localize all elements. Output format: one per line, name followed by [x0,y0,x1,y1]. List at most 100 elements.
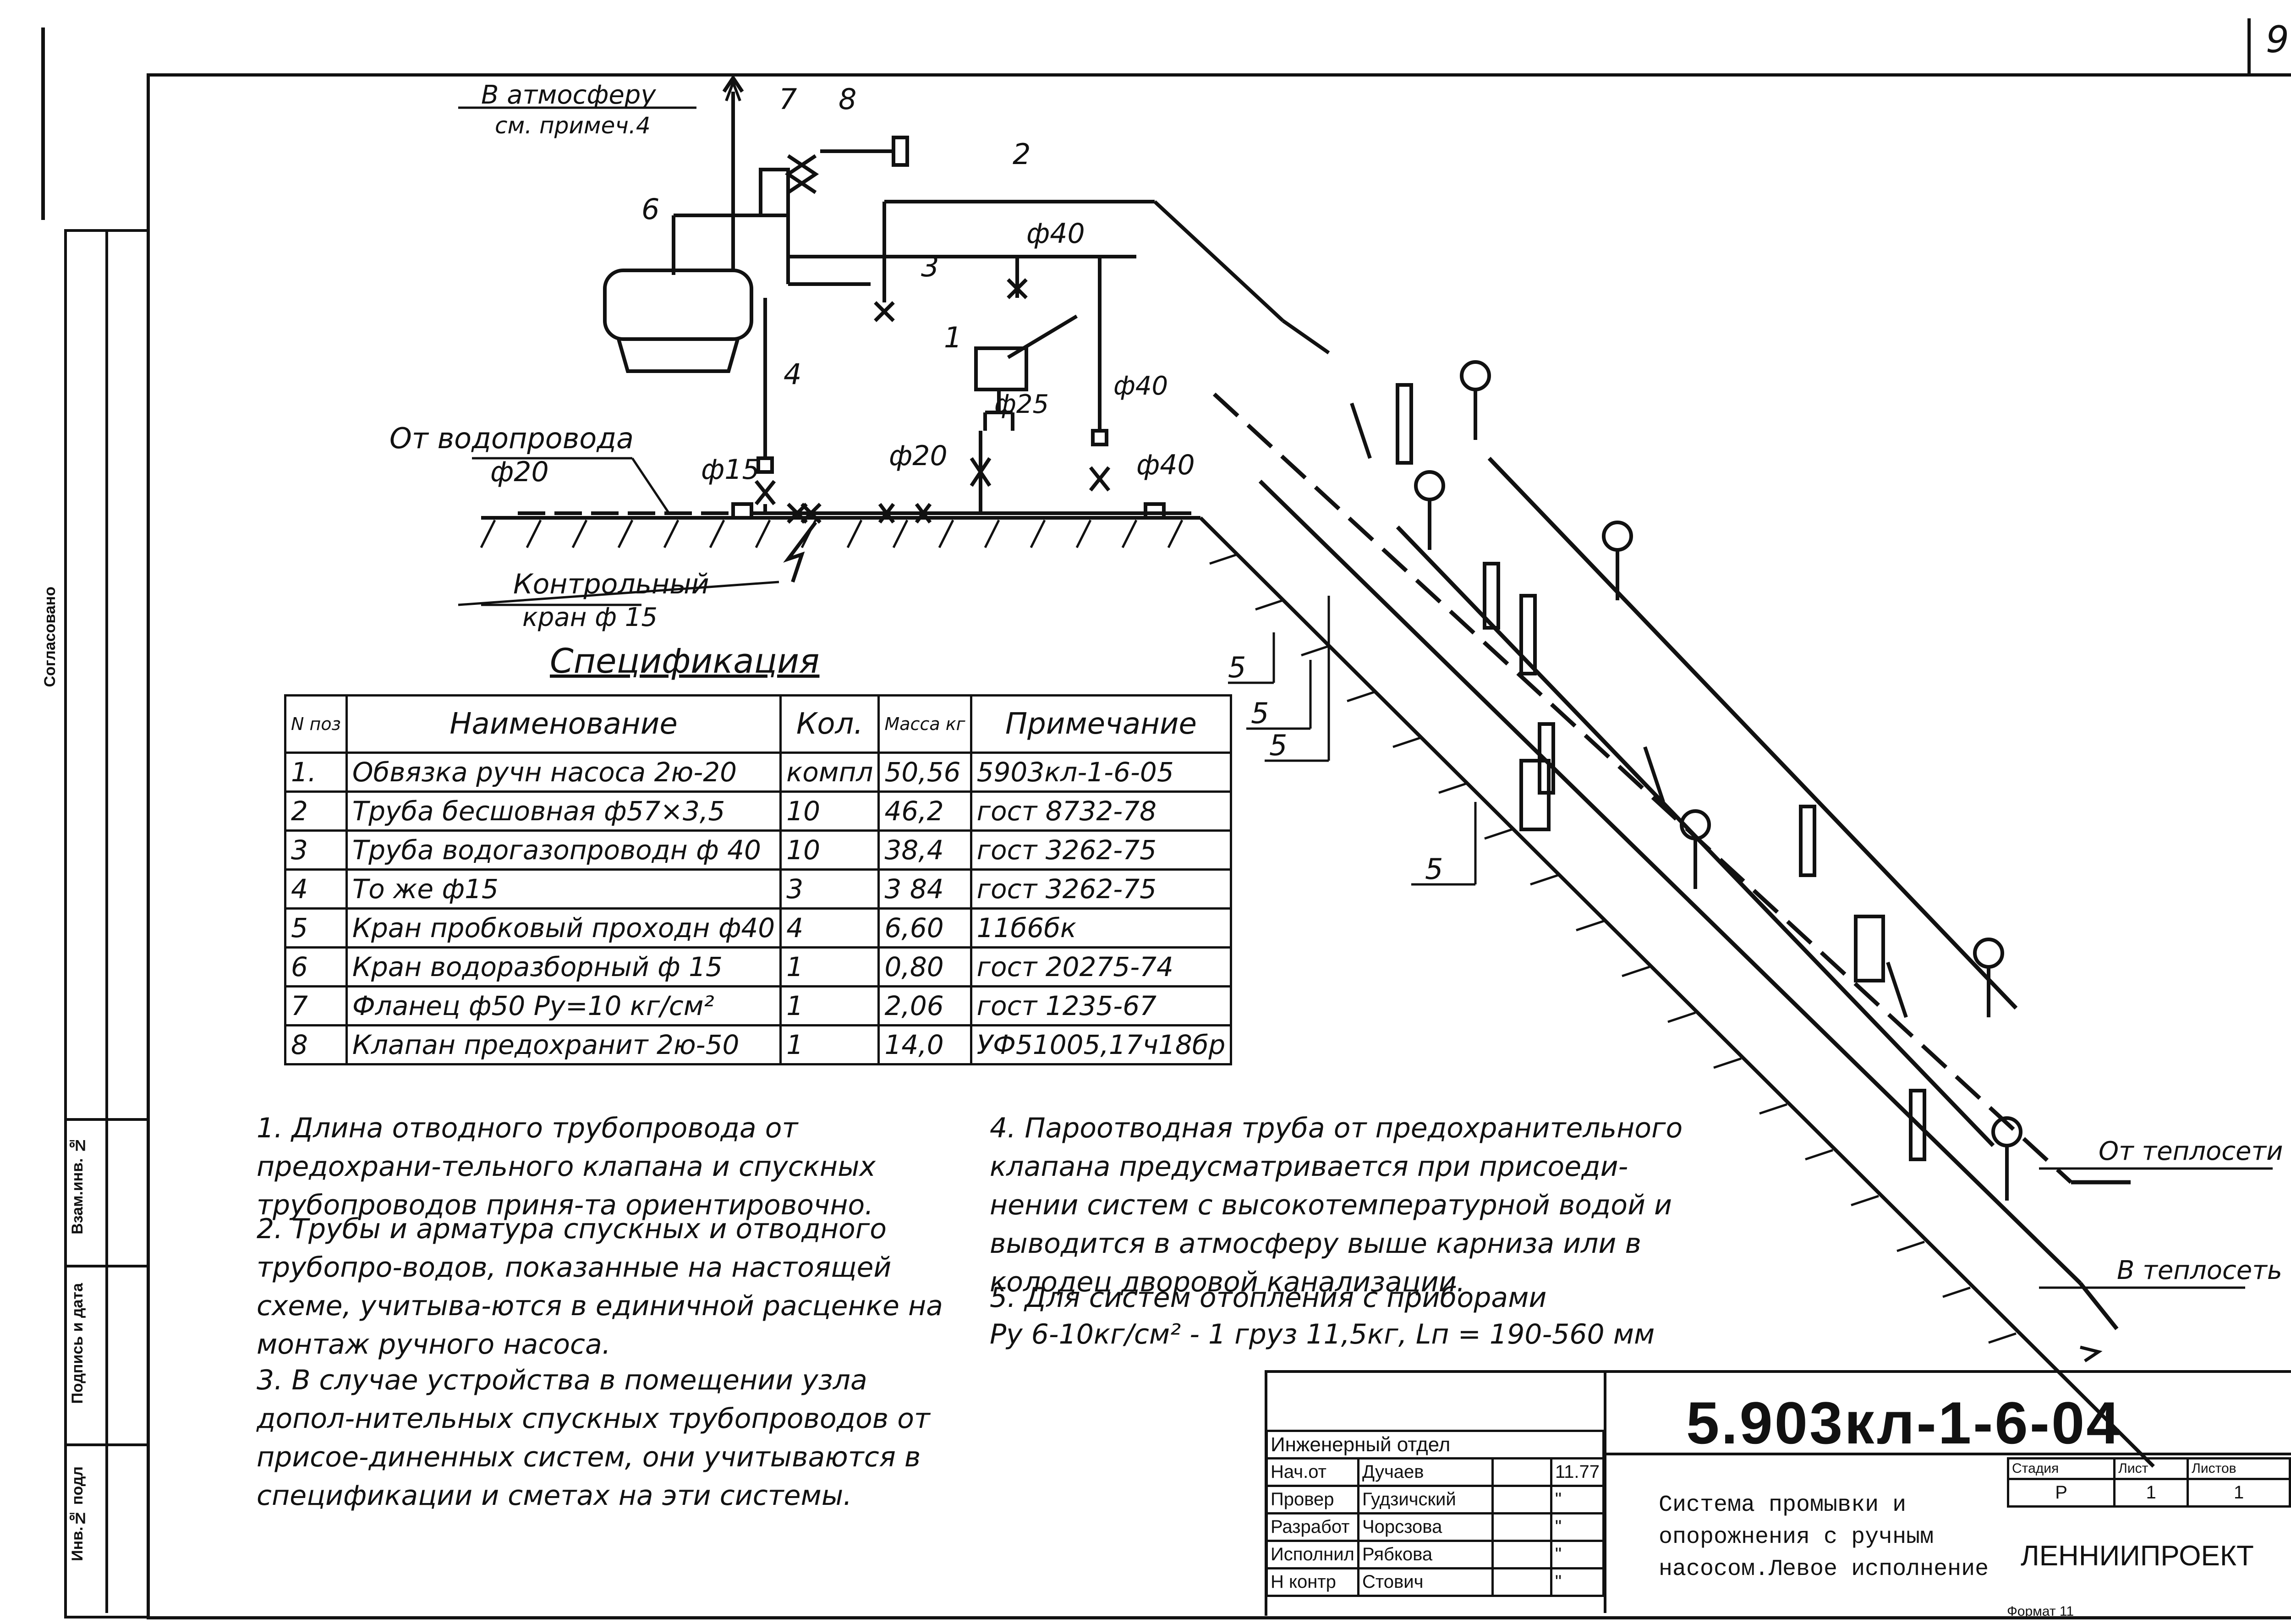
cell-pos: 2 [284,790,348,832]
cell-pos: 3 [284,829,348,871]
label-to-heating: В теплосеть [2117,1256,2282,1285]
sheet-value: 1 [2113,1478,2189,1508]
cell-pos: 6 [284,946,348,988]
heating-pipes [1212,392,2131,1330]
pos-3: 3 [921,250,939,283]
stamp-name: Чорсзова [1357,1512,1494,1542]
cell-name: Кран пробковый проходн ф40 [345,907,782,949]
cell-name: Кран водоразборный ф 15 [345,946,782,988]
cell-name: Фланец ф50 Ру=10 кг/см² [345,985,782,1026]
stamp-sign [1491,1567,1552,1597]
left-strip-row3 [64,1443,147,1446]
doc-title: Система промывки и опорожнения с ручным … [1659,1492,1989,1582]
cell-note: гост 20275-74 [970,946,1233,988]
drawing-frame [147,73,2291,1619]
stamp-sign [1491,1457,1552,1487]
pos-4: 4 [784,357,802,391]
label-d15: ф15 [701,454,760,486]
left-strip-row2 [64,1265,147,1267]
stamp-name: Рябкова [1357,1540,1494,1569]
sheet-number: 9 [2266,18,2289,61]
spec-h-name: Наименование [345,694,782,754]
stamp-role: Нач.от [1266,1457,1359,1487]
cell-qty: 4 [779,907,880,949]
stamp-dept: Инженерный отдел [1266,1430,1605,1459]
cell-note: 11б6бк [970,907,1233,949]
gauges [1414,360,2022,1201]
note-5a: 5. Для систем отопления с приборами [990,1282,1547,1314]
cell-mass: 14,0 [877,1024,972,1065]
sheets-header: Листов [2187,1457,2291,1480]
cell-name: То же ф15 [345,868,782,910]
stage-value: Р [2006,1478,2116,1508]
label-from-heating: От теплосети [2099,1136,2283,1166]
spec-h-qty: Кол. [779,694,880,754]
stamp-role: Н контр [1266,1567,1359,1597]
title-block-code-line [1604,1453,2291,1455]
stage-table: Стадия Лист Листов Р 1 1 [2006,1457,2291,1508]
label-control-valve-1: Контрольный [513,568,709,600]
spec-table: N поз Наименование Кол. Масса кг Примеча… [284,694,1233,1065]
cell-name: Клапан предохранит 2ю-50 [345,1024,782,1065]
label-leaders [458,106,2273,1289]
cell-mass: 3 84 [877,868,972,910]
cell-pos: 8 [284,1024,348,1065]
stamp-date: " [1550,1485,1605,1514]
pos-2: 2 [1013,137,1031,171]
cell-qty: 1 [779,985,880,1026]
stamp-date: " [1550,1567,1605,1597]
pos-8: 8 [839,82,857,116]
stage-header: Стадия [2006,1457,2116,1480]
cell-note: гост 8732-78 [970,790,1233,832]
label-d40-right: ф40 [1136,449,1195,481]
cell-qty: 10 [779,829,880,871]
hand-pump [970,314,1078,513]
label-to-atmosphere: В атмосферу [481,80,656,110]
cell-pos: 4 [284,868,348,910]
label-d40-mid: ф40 [1113,371,1168,401]
stamp-name: Стович [1357,1567,1494,1597]
cell-name: Обвязка ручн насоса 2ю-20 [345,752,782,793]
water-pipe [518,502,1191,524]
pos-7: 7 [779,82,797,116]
control-valve [783,521,817,583]
label-d20-water: ф20 [490,456,549,488]
left-margin-line [41,27,45,220]
sheet-number-box [2247,18,2291,73]
cell-mass: 6,60 [877,907,972,949]
note-1: 1. Длина отводного трубопровода от предо… [257,1112,876,1221]
label-d25: ф25 [994,390,1049,419]
flow-arrow [2080,1345,2103,1362]
stamp-role: Исполнил [1266,1540,1359,1569]
label-see-note: см. примеч.4 [495,112,651,139]
sheet-header: Лист [2113,1457,2189,1480]
riser-valves [1350,383,1926,1161]
note-4: 4. Пароотводная труба от предохранительн… [990,1112,1683,1298]
cell-qty: 10 [779,790,880,832]
label-from-water: От водопровода [389,422,634,455]
note-3: 3. В случае устройства в помещении узла … [257,1364,930,1512]
stamp-date: 11.77 [1550,1457,1605,1487]
stamp-role: Разработ [1266,1512,1359,1542]
pos-5d: 5 [1425,852,1443,886]
pos5-leaders [1228,596,1477,886]
stamp-sign [1491,1485,1552,1514]
cell-note: УФ51005,17ч18бр [970,1024,1233,1065]
cell-qty: компл [779,752,880,793]
pos-5c: 5 [1269,729,1288,762]
left-strip-row1 [64,1118,147,1121]
cell-note: гост 1235-67 [970,985,1233,1026]
spec-title: Спецификация [550,642,820,681]
spec-header-row: N поз Наименование Кол. Масса кг Примеча… [284,694,1233,754]
stamp-role: Провер [1266,1485,1359,1514]
format-label: Формат 11 [2007,1604,2074,1619]
